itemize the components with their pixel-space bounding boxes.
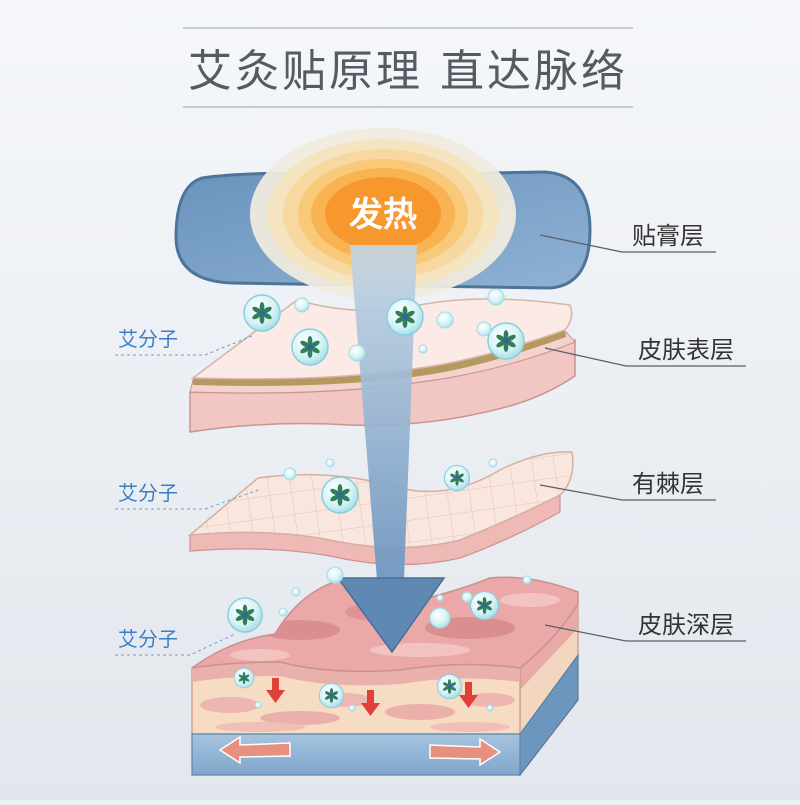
tissue-blob [230, 649, 290, 661]
bubble [436, 594, 444, 602]
aiye-molecule [469, 590, 500, 621]
leader-line-surface [544, 347, 746, 367]
fat-blob [385, 704, 455, 720]
leader-line-patch [539, 234, 716, 253]
label-skin-surface: 皮肤表层 [638, 336, 734, 364]
fat-blob [200, 697, 260, 713]
bubble [486, 704, 494, 712]
bubble [429, 607, 451, 629]
label-patch-layer: 贴膏层 [632, 222, 704, 250]
red-down-arrow-icon [459, 682, 478, 708]
molecule-label-2: 艾分子 [118, 481, 178, 505]
aiye-molecule [243, 294, 281, 332]
bubble [461, 591, 473, 603]
aiye-molecule [436, 673, 463, 700]
flow-arrow-left-icon [218, 735, 291, 765]
red-down-arrow-icon [361, 690, 380, 716]
tissue-blob [370, 643, 470, 657]
tissue-blob [500, 593, 560, 607]
molecules [227, 288, 532, 712]
aiye-molecule [443, 464, 471, 492]
fat-blob [465, 693, 515, 707]
bubble [348, 704, 356, 712]
fat-blob [215, 722, 305, 732]
molecule-pointer-2 [115, 489, 259, 510]
fat-blob [260, 711, 340, 725]
molecule-pointer-1 [115, 335, 253, 356]
aiye-molecule [318, 682, 345, 709]
bubble [294, 297, 310, 313]
arrow-head-icon [336, 577, 446, 654]
layer-labels: 贴膏层 皮肤表层 有棘层 皮肤深层 [539, 222, 746, 642]
label-spinous-layer: 有棘层 [632, 470, 704, 498]
bubble [487, 288, 505, 306]
deep-front-pink-band [192, 662, 520, 686]
molecule-label-3: 艾分子 [118, 627, 178, 651]
molecule-labels: 艾分子 艾分子 艾分子 [115, 327, 259, 656]
bubble [476, 321, 492, 337]
aiye-molecule [487, 322, 525, 360]
bubble [488, 458, 498, 468]
heat-glow: 发热 [250, 128, 516, 300]
heat-label: 发热 [349, 195, 417, 235]
label-deep-skin: 皮肤深层 [638, 611, 734, 639]
aiye-molecule [321, 476, 359, 514]
aiye-molecule [386, 298, 424, 336]
molecule-pointer-3 [115, 633, 236, 656]
bubble [418, 344, 428, 354]
leader-line-spinous [539, 484, 716, 501]
page-title: 艾灸贴原理 直达脉络 [188, 46, 628, 97]
bubble [254, 701, 262, 709]
flow-arrow-right-icon [429, 737, 502, 767]
bubble [436, 311, 454, 329]
bubble [278, 607, 288, 617]
bubble [291, 587, 301, 597]
fat-blob [430, 722, 510, 732]
aiye-molecule [233, 667, 255, 689]
red-down-arrow-icon [266, 678, 285, 703]
bubble [348, 344, 366, 362]
bubble [326, 566, 344, 584]
aiye-molecule [291, 328, 329, 366]
bubble [522, 575, 532, 585]
molecule-label-1: 艾分子 [118, 327, 178, 351]
bubble [283, 467, 297, 481]
bubble [325, 458, 335, 468]
leader-line-deep [544, 624, 746, 642]
glow-core [325, 177, 441, 251]
aiye-molecule [227, 597, 263, 633]
